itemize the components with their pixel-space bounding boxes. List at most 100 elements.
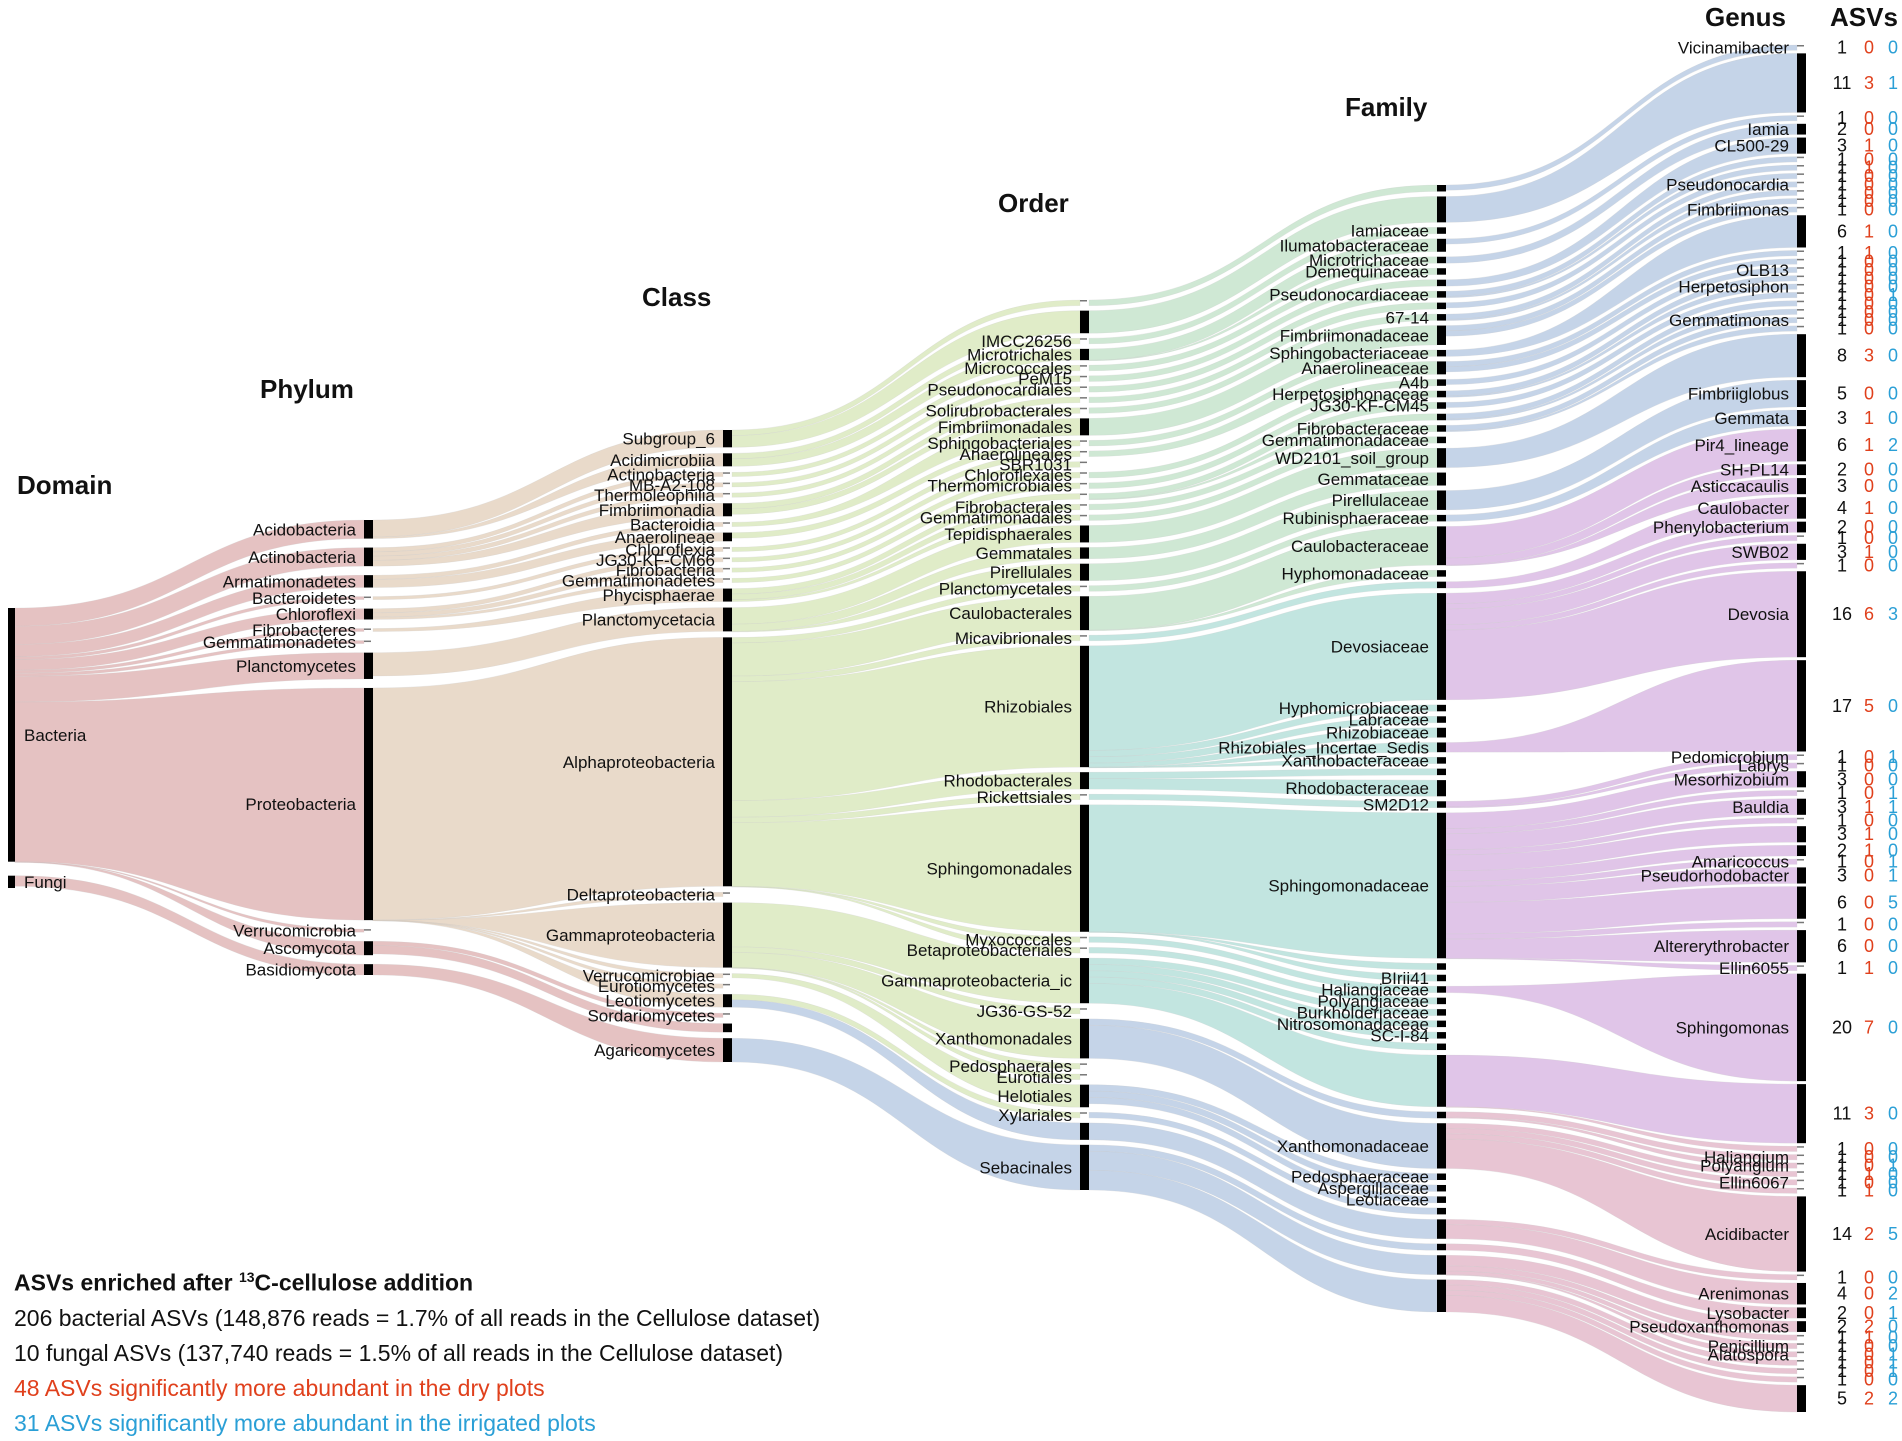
asv-irrigated: 0 bbox=[1888, 696, 1898, 716]
flow-link bbox=[1445, 1138, 1798, 1272]
asv-total: 1 bbox=[1837, 1172, 1847, 1192]
taxon-node bbox=[1437, 963, 1446, 970]
taxon-label: Proteobacteria bbox=[245, 795, 356, 814]
header-family: Family bbox=[1345, 92, 1428, 122]
taxon-node bbox=[723, 472, 730, 474]
flow-link bbox=[372, 637, 724, 921]
asv-total: 14 bbox=[1832, 1224, 1852, 1244]
legend-title: ASVs enriched after 13C-cellulose additi… bbox=[14, 1269, 474, 1296]
taxon-label: Pir4_lineage bbox=[1694, 436, 1789, 455]
taxon-label: Fibrobacteres bbox=[252, 621, 356, 640]
taxon-label: Helotiales bbox=[997, 1087, 1072, 1106]
taxon-node bbox=[1080, 772, 1089, 790]
taxon-node bbox=[1797, 497, 1806, 519]
asv-dry: 0 bbox=[1864, 1369, 1874, 1389]
taxon-node bbox=[364, 596, 371, 599]
flow-link bbox=[14, 547, 365, 645]
taxon-label: Ellin6067 bbox=[1719, 1173, 1789, 1192]
flow-link bbox=[14, 687, 365, 921]
taxon-node bbox=[1797, 1162, 1804, 1165]
taxon-label: Fimbriimonas bbox=[1687, 201, 1789, 220]
flow-link bbox=[1445, 44, 1798, 191]
taxon-node bbox=[364, 929, 371, 931]
taxon-label: IMCC26256 bbox=[981, 332, 1072, 351]
flow-link bbox=[1445, 496, 1798, 589]
taxon-label: Sebacinales bbox=[979, 1158, 1072, 1177]
asv-total: 1 bbox=[1837, 1181, 1847, 1201]
legend: ASVs enriched after 13C-cellulose additi… bbox=[14, 1260, 820, 1441]
taxon-node bbox=[1797, 1274, 1804, 1277]
asv-dry: 0 bbox=[1864, 747, 1874, 767]
asv-dry: 1 bbox=[1864, 498, 1874, 518]
flow-link bbox=[372, 940, 724, 1018]
flow-link bbox=[14, 640, 365, 677]
legend-dry-plots: 48 ASVs significantly more abundant in t… bbox=[14, 1374, 545, 1401]
taxon-label: Planctomycetes bbox=[236, 657, 356, 676]
asv-total: 1 bbox=[1837, 293, 1847, 313]
asv-total: 4 bbox=[1837, 498, 1847, 518]
asv-total: 1 bbox=[1837, 158, 1847, 178]
asv-dry: 0 bbox=[1864, 174, 1874, 194]
asv-total: 1 bbox=[1837, 191, 1847, 211]
flow-link bbox=[14, 628, 365, 674]
taxon-label: SC-I-84 bbox=[1370, 1026, 1429, 1045]
asv-total: 6 bbox=[1837, 221, 1847, 241]
asv-dry: 1 bbox=[1864, 158, 1874, 178]
taxon-label: Fimbriiglobus bbox=[1688, 385, 1789, 404]
taxon-node bbox=[1437, 716, 1446, 723]
taxon-node bbox=[1080, 386, 1087, 388]
taxon-node bbox=[1797, 123, 1806, 135]
taxon-node bbox=[1797, 562, 1804, 565]
asv-irrigated: 1 bbox=[1888, 1303, 1898, 1323]
asv-dry: 0 bbox=[1864, 556, 1874, 576]
flow-link bbox=[1445, 921, 1798, 940]
taxon-label: Bacteroidia bbox=[630, 515, 716, 534]
taxon-node bbox=[1080, 450, 1087, 453]
flow-link bbox=[731, 999, 1081, 1141]
asv-dry: 0 bbox=[1864, 1147, 1874, 1167]
taxon-node bbox=[1797, 181, 1804, 184]
taxon-node bbox=[1797, 660, 1806, 752]
flow-link bbox=[1088, 1144, 1438, 1251]
taxon-node bbox=[1797, 771, 1806, 788]
taxon-label: Alphaproteobacteria bbox=[563, 753, 716, 772]
asv-total: 1 bbox=[1837, 252, 1847, 272]
taxon-label: Fibrobacteria bbox=[616, 561, 716, 580]
asv-irrigated: 0 bbox=[1888, 1164, 1898, 1184]
asv-irrigated: 1 bbox=[1888, 1361, 1898, 1381]
flow-link bbox=[1088, 1122, 1438, 1240]
asv-irrigated: 0 bbox=[1888, 268, 1898, 288]
asv-dry: 2 bbox=[1864, 1389, 1874, 1409]
asv-dry: 2 bbox=[1864, 1224, 1874, 1244]
flow-link bbox=[1088, 804, 1438, 959]
taxon-label: JG36-GS-52 bbox=[977, 1002, 1072, 1021]
taxon-label: Hyphomonadaceae bbox=[1282, 564, 1429, 583]
taxon-label: Pirellulales bbox=[990, 563, 1072, 582]
taxon-label: Myxococcales bbox=[965, 931, 1072, 950]
asv-total: 1 bbox=[1837, 285, 1847, 305]
asv-irrigated: 5 bbox=[1888, 1224, 1898, 1244]
taxon-node bbox=[1797, 1307, 1806, 1319]
asv-irrigated: 1 bbox=[1888, 852, 1898, 872]
legend-bacterial-asvs: 206 bacterial ASVs (148,876 reads = 1.7%… bbox=[14, 1304, 821, 1331]
taxon-label: Anaerolineales bbox=[960, 445, 1072, 464]
asv-irrigated: 0 bbox=[1888, 1369, 1898, 1389]
taxon-label: Gammaproteobacteria bbox=[546, 926, 716, 945]
asv-total: 1 bbox=[1837, 528, 1847, 548]
taxon-label: SM2D12 bbox=[1363, 796, 1429, 815]
asv-dry: 0 bbox=[1864, 1361, 1874, 1381]
asv-dry: 1 bbox=[1864, 542, 1874, 562]
taxon-node bbox=[1437, 1111, 1446, 1119]
flow-link bbox=[731, 386, 1081, 498]
flow-link bbox=[14, 596, 365, 660]
taxon-label: Caulobacteraceae bbox=[1291, 537, 1429, 556]
taxon-node bbox=[1797, 1196, 1806, 1272]
taxon-label: Caulobacterales bbox=[949, 604, 1072, 623]
taxon-label: SWB02 bbox=[1731, 543, 1789, 562]
flow-link bbox=[731, 634, 1081, 682]
taxon-label: Deltaproteobacteria bbox=[567, 885, 716, 904]
asv-dry: 0 bbox=[1864, 191, 1874, 211]
taxon-label: Microtrichales bbox=[967, 346, 1072, 365]
taxon-node bbox=[723, 1013, 730, 1015]
flow-link bbox=[1445, 250, 1798, 367]
